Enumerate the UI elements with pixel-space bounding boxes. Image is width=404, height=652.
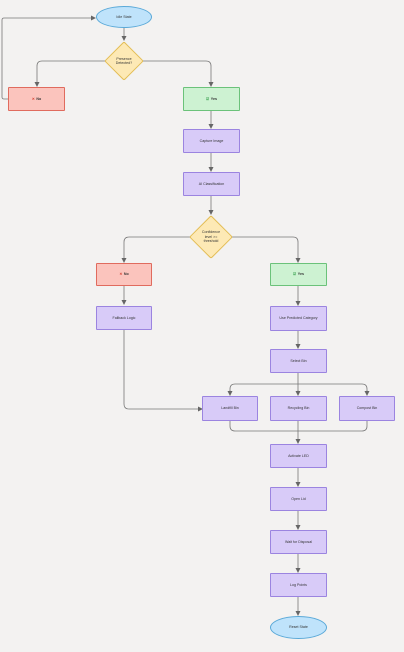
presence-decision: Presence Detected?: [104, 41, 144, 81]
no-branch-1: ✕ No: [8, 87, 65, 111]
x-icon: ✕: [119, 272, 123, 277]
edge-presence-yes: [141, 60, 214, 87]
select-bin-label: Select Bin: [290, 358, 307, 363]
idle-state-label: Idle State: [116, 14, 132, 19]
activate-led-node: Activate LED: [270, 444, 327, 468]
edge-confidence-no: [121, 236, 191, 263]
idle-state-node: Idle State: [96, 6, 152, 28]
wait-disposal-label: Wait for Disposal: [284, 539, 313, 544]
confidence-label: Confidence level >= threshold: [201, 230, 221, 244]
recycling-bin-label: Recycling Bin: [287, 406, 310, 411]
yes-branch-2: ☑ Yes: [270, 263, 327, 286]
yes-branch-1: ☑ Yes: [183, 87, 240, 111]
confidence-decision: Confidence level >= threshold: [189, 215, 233, 259]
log-points-label: Log Points: [290, 582, 307, 587]
landfill-bin-node: Landfill Bin: [202, 396, 258, 421]
landfill-bin-label: Landfill Bin: [221, 406, 239, 411]
ai-classification-label: AI Classification: [198, 181, 225, 186]
edge-bins-merge: [229, 421, 368, 432]
open-lid-node: Open Lid: [270, 487, 327, 511]
edge-fallback-landfill: [123, 330, 203, 412]
log-points-node: Log Points: [270, 573, 327, 597]
reset-state-node: Reset State: [270, 616, 327, 639]
recycling-bin-node: Recycling Bin: [270, 396, 327, 421]
activate-led-label: Activate LED: [288, 453, 309, 458]
edge-no-loop: [1, 15, 96, 100]
capture-image-label: Capture Image: [199, 138, 224, 143]
open-lid-label: Open Lid: [291, 496, 306, 501]
edge-confidence-yes: [231, 236, 301, 263]
check-icon: ☑: [206, 96, 210, 101]
yes-label-1: Yes: [210, 96, 217, 101]
edge-presence-no: [34, 60, 107, 87]
yes-label-2: Yes: [297, 272, 304, 277]
no-branch-2: ✕ No: [96, 263, 152, 286]
no-label-1: No: [36, 96, 42, 101]
fallback-logic-label: Fallback Logic: [112, 315, 136, 320]
edge-select-bins: [229, 373, 368, 395]
fallback-logic-node: Fallback Logic: [96, 306, 152, 330]
compost-bin-node: Compost Bin: [339, 396, 395, 421]
wait-disposal-node: Wait for Disposal: [270, 530, 327, 554]
compost-bin-label: Compost Bin: [356, 406, 378, 411]
no-label-2: No: [123, 272, 129, 277]
check-icon: ☑: [293, 272, 297, 277]
presence-label: Presence Detected?: [115, 56, 133, 65]
ai-classification-node: AI Classification: [183, 172, 240, 196]
use-predicted-label: Use Predicted Category: [279, 316, 318, 321]
x-icon: ✕: [31, 96, 35, 101]
capture-image-node: Capture Image: [183, 129, 240, 153]
use-predicted-node: Use Predicted Category: [270, 306, 327, 331]
reset-state-label: Reset State: [289, 625, 308, 630]
select-bin-node: Select Bin: [270, 349, 327, 373]
